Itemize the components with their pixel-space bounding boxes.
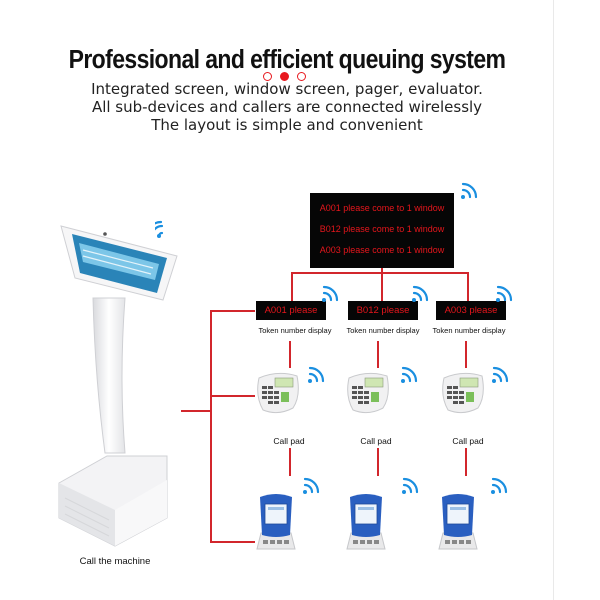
main-display-row: A003 please come to 1 window	[319, 245, 445, 255]
dot-icon	[280, 72, 289, 81]
connector-line	[465, 341, 467, 368]
connector-line	[381, 272, 383, 301]
wifi-icon	[491, 477, 508, 494]
connector-line	[210, 310, 255, 312]
wifi-icon	[303, 477, 320, 494]
connector-line	[377, 448, 379, 476]
window-display-3: A003 please	[436, 301, 506, 320]
connector-line	[291, 272, 468, 274]
call-pad-caption: Call pad	[452, 436, 484, 446]
dot-icon	[297, 72, 306, 81]
window-display-caption: Token number display	[432, 326, 506, 335]
wifi-icon	[461, 182, 478, 199]
call-pad-icon	[347, 372, 389, 414]
evaluator-icon	[346, 494, 386, 550]
connector-line	[181, 410, 211, 412]
decorative-dots	[263, 71, 323, 85]
call-pad-icon	[257, 372, 299, 414]
connector-line	[465, 448, 467, 476]
connector-line	[377, 341, 379, 368]
wifi-icon	[412, 285, 429, 302]
wifi-icon	[155, 220, 164, 238]
subtitle-line-2: All sub-devices and callers are connecte…	[91, 98, 483, 116]
evaluator-icon	[438, 494, 478, 550]
window-display-caption: Token number display	[258, 326, 332, 335]
call-pad-caption: Call pad	[360, 436, 392, 446]
page-title: Professional and efficient queuing syste…	[68, 44, 506, 74]
subtitle-line-3: The layout is simple and convenient	[151, 116, 423, 134]
connector-line	[467, 272, 469, 301]
kiosk-caption: Call the machine	[79, 556, 151, 567]
window-display-caption: Token number display	[346, 326, 420, 335]
connector-line	[210, 310, 212, 542]
wifi-icon	[322, 285, 339, 302]
wifi-icon	[492, 366, 509, 383]
wifi-icon	[402, 477, 419, 494]
connector-line	[210, 395, 255, 397]
dot-icon	[263, 72, 272, 81]
call-pad-icon	[442, 372, 484, 414]
wifi-icon	[496, 285, 513, 302]
window-display-2: B012 please	[348, 301, 418, 320]
main-display-row: A001 please come to 1 window	[319, 203, 445, 213]
page-divider	[553, 0, 554, 600]
call-pad-caption: Call pad	[273, 436, 305, 446]
evaluator-icon	[256, 494, 296, 550]
connector-line	[210, 541, 255, 543]
window-display-1: A001 please	[256, 301, 326, 320]
main-display: A001 please come to 1 window B012 please…	[310, 193, 454, 268]
connector-line	[291, 272, 293, 301]
connector-line	[381, 268, 383, 273]
subtitle-line-1: Integrated screen, window screen, pager,…	[91, 80, 483, 98]
connector-line	[289, 341, 291, 368]
kiosk-icon	[58, 225, 178, 547]
connector-line	[289, 448, 291, 476]
main-display-row: B012 please come to 1 window	[319, 224, 445, 234]
wifi-icon	[308, 366, 325, 383]
wifi-icon	[401, 366, 418, 383]
